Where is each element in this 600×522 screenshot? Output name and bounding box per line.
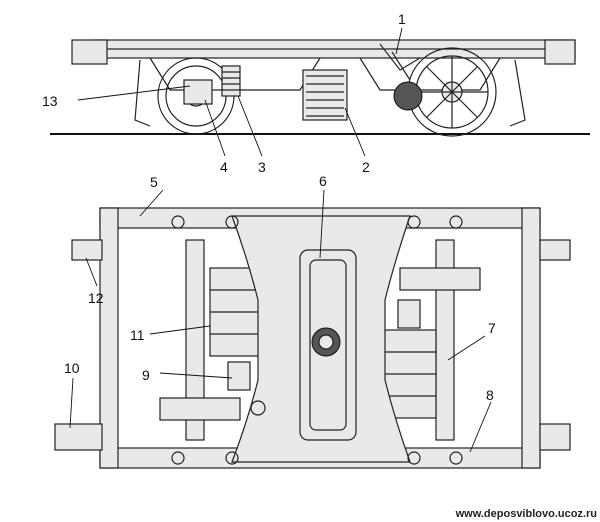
callout-9: 9 (142, 367, 150, 383)
axlebox-spring-left (221, 65, 241, 97)
side-view (50, 39, 590, 137)
callout-11: 11 (130, 327, 145, 343)
right-end-transom (521, 207, 541, 469)
callout-13: 13 (42, 93, 58, 109)
axlebox-end-br (539, 423, 571, 451)
coupling-left (227, 361, 251, 391)
callout-8: 8 (486, 387, 494, 403)
callout-3: 3 (258, 159, 266, 175)
central-pivot (299, 249, 357, 441)
callout-12: 12 (88, 290, 104, 306)
axlebox-end-tr (539, 239, 571, 261)
callout-1: 1 (398, 11, 406, 27)
gear-disc (393, 81, 423, 111)
watermark: www.deposviblovo.ucoz.ru (455, 508, 597, 520)
callout-6: 6 (319, 173, 327, 189)
left-end-transom (99, 207, 119, 469)
callout-5: 5 (150, 174, 158, 190)
gearbox-right (399, 267, 481, 291)
gearbox-left (159, 397, 241, 421)
lever-cluster (379, 43, 421, 81)
brake-link-left (134, 59, 151, 127)
axlebox-left (183, 79, 213, 105)
plan-view (54, 207, 571, 469)
right-end-box (544, 39, 576, 65)
axlebox-end-bl (54, 423, 103, 451)
left-axle (185, 239, 205, 441)
coupling-right (397, 299, 421, 329)
central-spring (302, 69, 348, 121)
left-end-box (71, 39, 108, 65)
callout-2: 2 (362, 159, 370, 175)
callout-7: 7 (488, 320, 496, 336)
callout-10: 10 (64, 360, 80, 376)
callout-4: 4 (220, 159, 228, 175)
brake-link-right (509, 59, 526, 127)
leader-lines (69, 27, 492, 453)
axlebox-end-tl (71, 239, 103, 261)
frame-bolts (171, 215, 463, 465)
